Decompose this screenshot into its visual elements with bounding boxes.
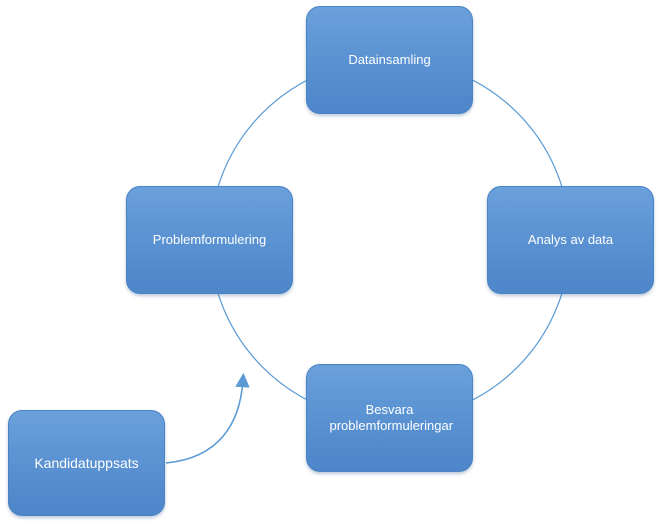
node-analys-av-data: Analys av data [487,186,654,294]
entry-arrow [165,372,250,464]
node-besvara-label: Besvara problemformuleringar [329,402,454,433]
node-datainsamling-label: Datainsamling [348,52,431,67]
node-analys-av-data-label: Analys av data [527,232,614,247]
node-besvara-problemformuleringar: Besvara problemformuleringar [306,364,473,472]
node-datainsamling: Datainsamling [306,6,473,114]
node-problemformulering-label: Problemformulering [152,232,267,247]
node-problemformulering: Problemformulering [126,186,293,294]
node-kandidatuppsats: Kandidatuppsats [8,410,165,516]
node-kandidatuppsats-label: Kandidatuppsats [34,455,139,471]
